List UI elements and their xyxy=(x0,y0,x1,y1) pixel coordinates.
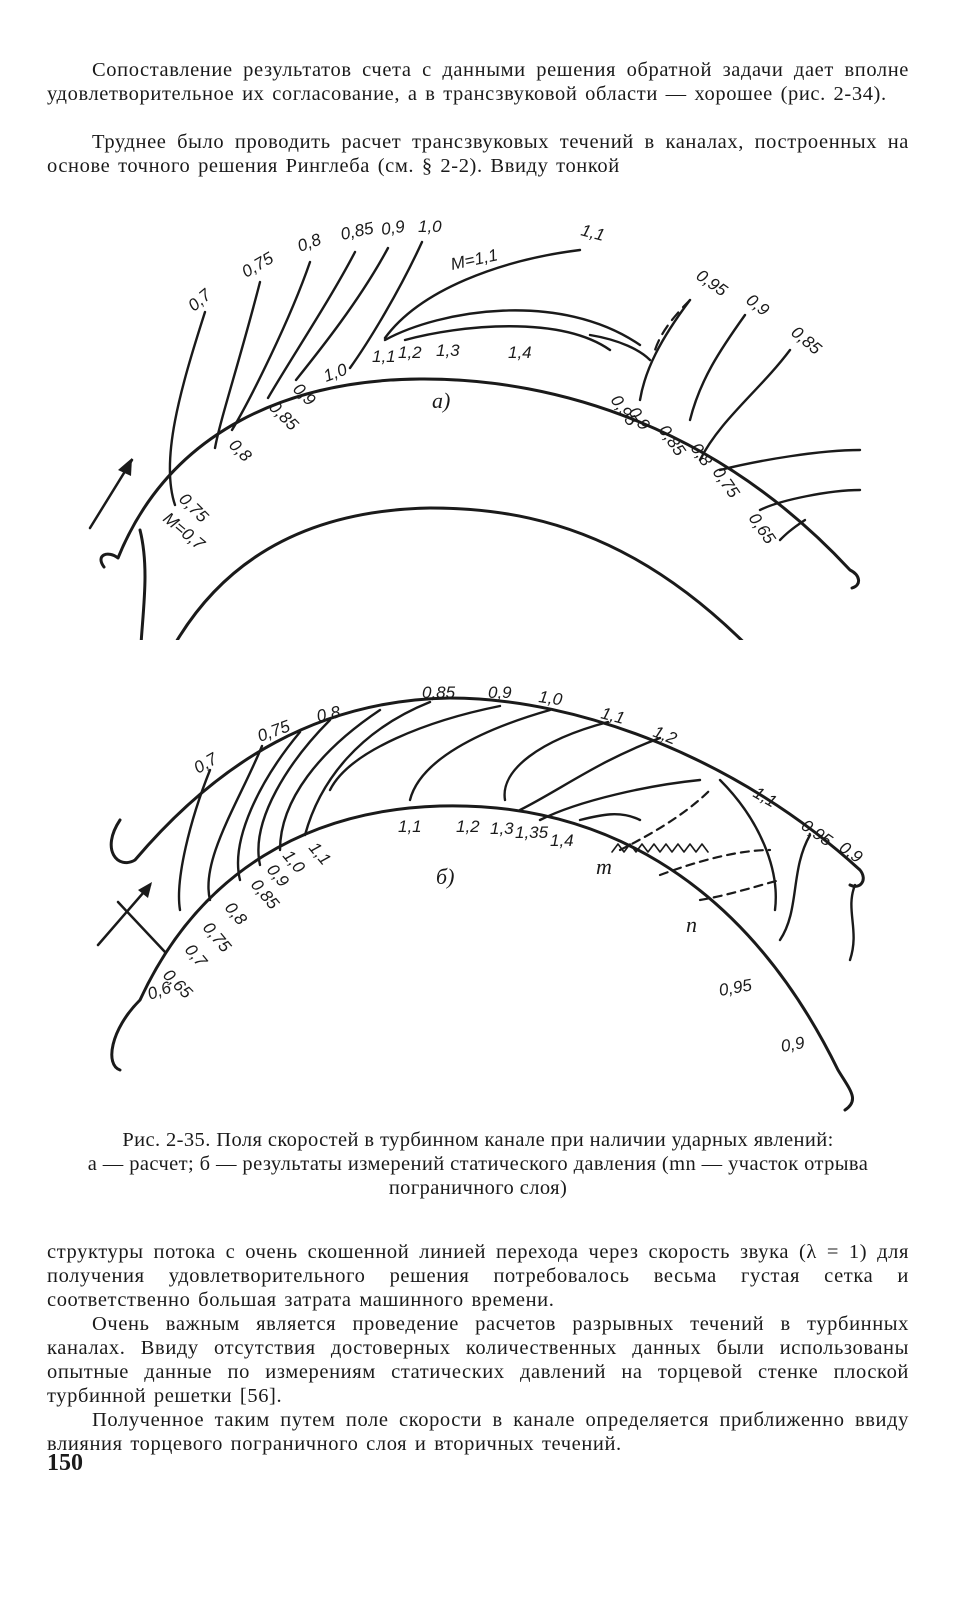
figure-caption-line2: а — расчет; б — результаты измерений ста… xyxy=(87,1153,869,1199)
label-a-0.8-lower: 0,8 xyxy=(225,435,256,466)
inlet-arrow-head xyxy=(118,458,132,476)
upper-wall-b xyxy=(109,696,865,888)
label-b-1.1-inner: 1,1 xyxy=(398,817,422,836)
label-a-1.2: 1,2 xyxy=(398,343,422,362)
paragraph-bottom-2: Очень важным является проведение расчето… xyxy=(47,1313,909,1407)
label-b-0.8-lower: 0,8 xyxy=(221,898,251,929)
inlet-arrow-b xyxy=(96,883,152,947)
label-a-0.8: 0,8 xyxy=(295,230,324,256)
label-a-1.1: 1,1 xyxy=(579,221,607,245)
paragraph-top-1: Сопоставление результатов счета с данным… xyxy=(47,59,909,105)
inlet-arrow-head-b xyxy=(138,882,152,898)
isolines-b xyxy=(177,700,857,962)
label-b-0.85: 0,85 xyxy=(422,683,456,702)
figure-a-sublabel: а) xyxy=(432,388,450,413)
shock-lines-b xyxy=(618,788,782,902)
label-b-1.3: 1,3 xyxy=(490,819,514,838)
paragraph-bottom-3: Полученное таким путем поле скорости в к… xyxy=(47,1409,909,1455)
label-a-0.8-lower-right: 0,8 xyxy=(687,439,716,470)
label-a-0.75-lower-right: 0,75 xyxy=(709,463,744,501)
separation-zone-mn xyxy=(611,843,709,853)
label-a-1.0-lower: 1,0 xyxy=(321,360,350,386)
label-a-0.7: 0,7 xyxy=(184,285,215,315)
label-a-0.85: 0,85 xyxy=(339,218,376,244)
label-b-m: m xyxy=(596,854,612,879)
label-a-0.65-lower-right: 0,65 xyxy=(745,509,780,547)
label-b-0.8: 0,8 xyxy=(315,702,343,726)
label-b-0.9-lower: 0,9 xyxy=(779,1033,806,1056)
label-b-0.7-lower: 0,7 xyxy=(181,940,211,971)
label-a-0.9-upper: 0,9 xyxy=(743,290,774,320)
page-number: 150 xyxy=(47,1450,83,1476)
label-b-1.1-lower: 1,1 xyxy=(305,838,335,868)
label-b-0.95-lower: 0,95 xyxy=(717,975,753,1000)
label-b-1.35: 1,35 xyxy=(515,823,549,842)
label-b-0.9: 0,9 xyxy=(488,683,512,702)
isolines-a xyxy=(168,240,862,542)
inlet-section-b xyxy=(116,900,167,954)
upper-wall xyxy=(99,377,860,590)
figure-b: 0,7 0,75 0,8 0,85 0,9 1,0 1,1 1,2 1,1 0,… xyxy=(0,670,976,1120)
paragraph-bottom-1: структуры потока с очень скошенной линие… xyxy=(47,1241,909,1311)
label-b-1.2-inner: 1,2 xyxy=(456,817,480,836)
label-b-0.7: 0,7 xyxy=(191,749,221,778)
label-b-0.75: 0,75 xyxy=(255,716,293,745)
label-a-1.4: 1,4 xyxy=(508,343,532,362)
lower-wall xyxy=(138,506,744,640)
label-b-1.0: 1,0 xyxy=(537,687,564,709)
paragraph-top-2: Труднее было проводить расчет трансзвуко… xyxy=(47,131,909,177)
figure-b-sublabel: б) xyxy=(436,864,454,889)
label-b-n: n xyxy=(686,912,697,937)
label-a-0.95-upper: 0,95 xyxy=(693,266,731,301)
label-a-1.3: 1,3 xyxy=(436,341,460,360)
label-b-1.4: 1,4 xyxy=(550,831,574,850)
label-b-1.2: 1,2 xyxy=(651,722,681,749)
figure-caption-line1: Рис. 2-35. Поля скоростей в турбинном ка… xyxy=(122,1129,834,1151)
label-a-0.85-lower: 0,85 xyxy=(265,397,302,434)
figure-a: 0,7 0,75 0,8 0,85 0,9 1,0 1,1 0,95 0,9 0… xyxy=(0,190,976,640)
label-b-1.1-right: 1,1 xyxy=(750,783,780,811)
shock-line-a xyxy=(653,298,692,352)
lower-wall-b xyxy=(110,804,855,1112)
label-a-0.75: 0,75 xyxy=(239,248,278,281)
label-b-0.9-upper: 0,9 xyxy=(836,838,867,867)
label-a-0.9: 0,9 xyxy=(380,217,407,239)
label-a-0.85-lower-right: 0,85 xyxy=(655,421,690,459)
label-a-1.0: 1,0 xyxy=(418,217,442,236)
label-a-1.1-inner: 1,1 xyxy=(372,347,396,366)
label-a-0.85-upper: 0,85 xyxy=(787,323,825,359)
label-a-0.9-lower: 0,9 xyxy=(289,379,320,410)
